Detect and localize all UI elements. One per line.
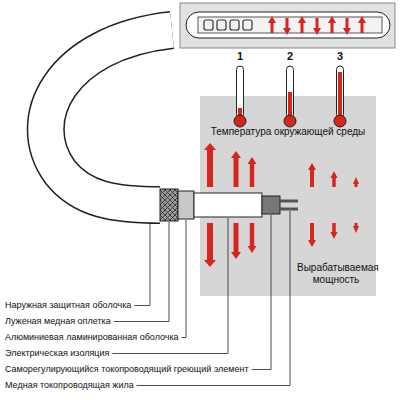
coil-loop <box>217 20 226 30</box>
arrow-head <box>308 163 316 170</box>
arrow-head <box>353 177 359 184</box>
heat-arrow <box>331 22 334 33</box>
heat-arrow <box>234 157 239 187</box>
arrow-head <box>268 16 276 23</box>
heat-arrow <box>207 149 213 187</box>
heat-arrow <box>286 18 289 29</box>
coil-loop <box>243 20 252 30</box>
coil-loop <box>230 20 239 30</box>
cable-sheath <box>46 30 172 205</box>
inset-coils <box>204 20 252 30</box>
heat-arrow <box>346 18 349 29</box>
callout-number: 1 <box>234 51 246 62</box>
thermometer-tube <box>337 66 344 118</box>
heat-arrow <box>316 18 319 29</box>
arrow-head <box>248 157 257 164</box>
insulation <box>194 193 262 217</box>
heat-arrow <box>310 223 314 241</box>
arrow-head <box>283 28 291 35</box>
arrow-head <box>358 16 366 23</box>
thermometer-fill <box>288 92 292 118</box>
thermometer-tube <box>237 66 244 118</box>
heat-arrow <box>332 177 336 187</box>
leader-line <box>137 211 290 386</box>
leader-line <box>134 224 150 306</box>
heating-element <box>262 196 280 214</box>
thermometer-bulb <box>234 115 246 127</box>
heat-arrow <box>234 223 239 253</box>
inset-arrows <box>268 16 366 35</box>
heat-arrow <box>250 163 255 187</box>
part-label: Медная токопроводящая жила <box>5 380 134 391</box>
leader-line <box>252 215 271 370</box>
heat-arrows <box>204 143 359 267</box>
thermometer-bulb <box>334 115 346 127</box>
arrow-head <box>331 232 338 239</box>
thermometers <box>234 66 346 127</box>
arrow-head <box>308 240 316 247</box>
arrow-head <box>353 226 359 233</box>
panel-caption: Температура окружающей среды <box>203 126 373 138</box>
heat-arrow <box>332 223 336 233</box>
leader-line <box>182 220 186 338</box>
heat-arrow <box>250 223 255 247</box>
arrow-head <box>343 28 351 35</box>
arrow-head <box>231 151 241 158</box>
part-label: Электрическая изоляция <box>5 348 109 359</box>
part-label: Саморегулирующийся токопроводящий греющи… <box>5 364 249 375</box>
heat-arrow <box>310 169 314 187</box>
coil-loop <box>204 20 213 30</box>
arrow-head <box>248 246 257 253</box>
core-wire <box>280 200 298 203</box>
core-wire <box>280 208 298 211</box>
arrow-head <box>204 260 216 267</box>
arrow-head <box>328 16 336 23</box>
arrow-head <box>331 171 338 178</box>
part-label: Алюминиевая ламинированная оболочка <box>5 332 179 343</box>
inset-panel <box>180 3 395 48</box>
thermometer-tube <box>287 66 294 118</box>
callout-number: 2 <box>284 51 296 62</box>
part-label: Луженая медная оплетка <box>5 316 111 327</box>
thermometer-fill <box>338 72 342 118</box>
heat-arrow <box>361 22 364 33</box>
inset-cable <box>186 12 390 38</box>
cable-outline <box>46 30 172 205</box>
arrow-head <box>313 28 321 35</box>
arrow-head <box>204 143 216 150</box>
inset-element <box>198 17 382 33</box>
heat-arrow <box>301 22 304 33</box>
panel-caption: Вырабатываемая мощность <box>297 262 375 286</box>
part-label: Наружная защитная оболочка <box>5 300 131 311</box>
heat-arrow <box>207 223 213 261</box>
arrow-head <box>231 252 241 259</box>
aluminium-layer <box>178 191 194 219</box>
heat-arrow <box>271 22 274 33</box>
thermometer-bulb <box>284 115 296 127</box>
copper-braid <box>160 189 178 221</box>
arrow-head <box>298 16 306 23</box>
callout-number: 3 <box>334 51 346 62</box>
